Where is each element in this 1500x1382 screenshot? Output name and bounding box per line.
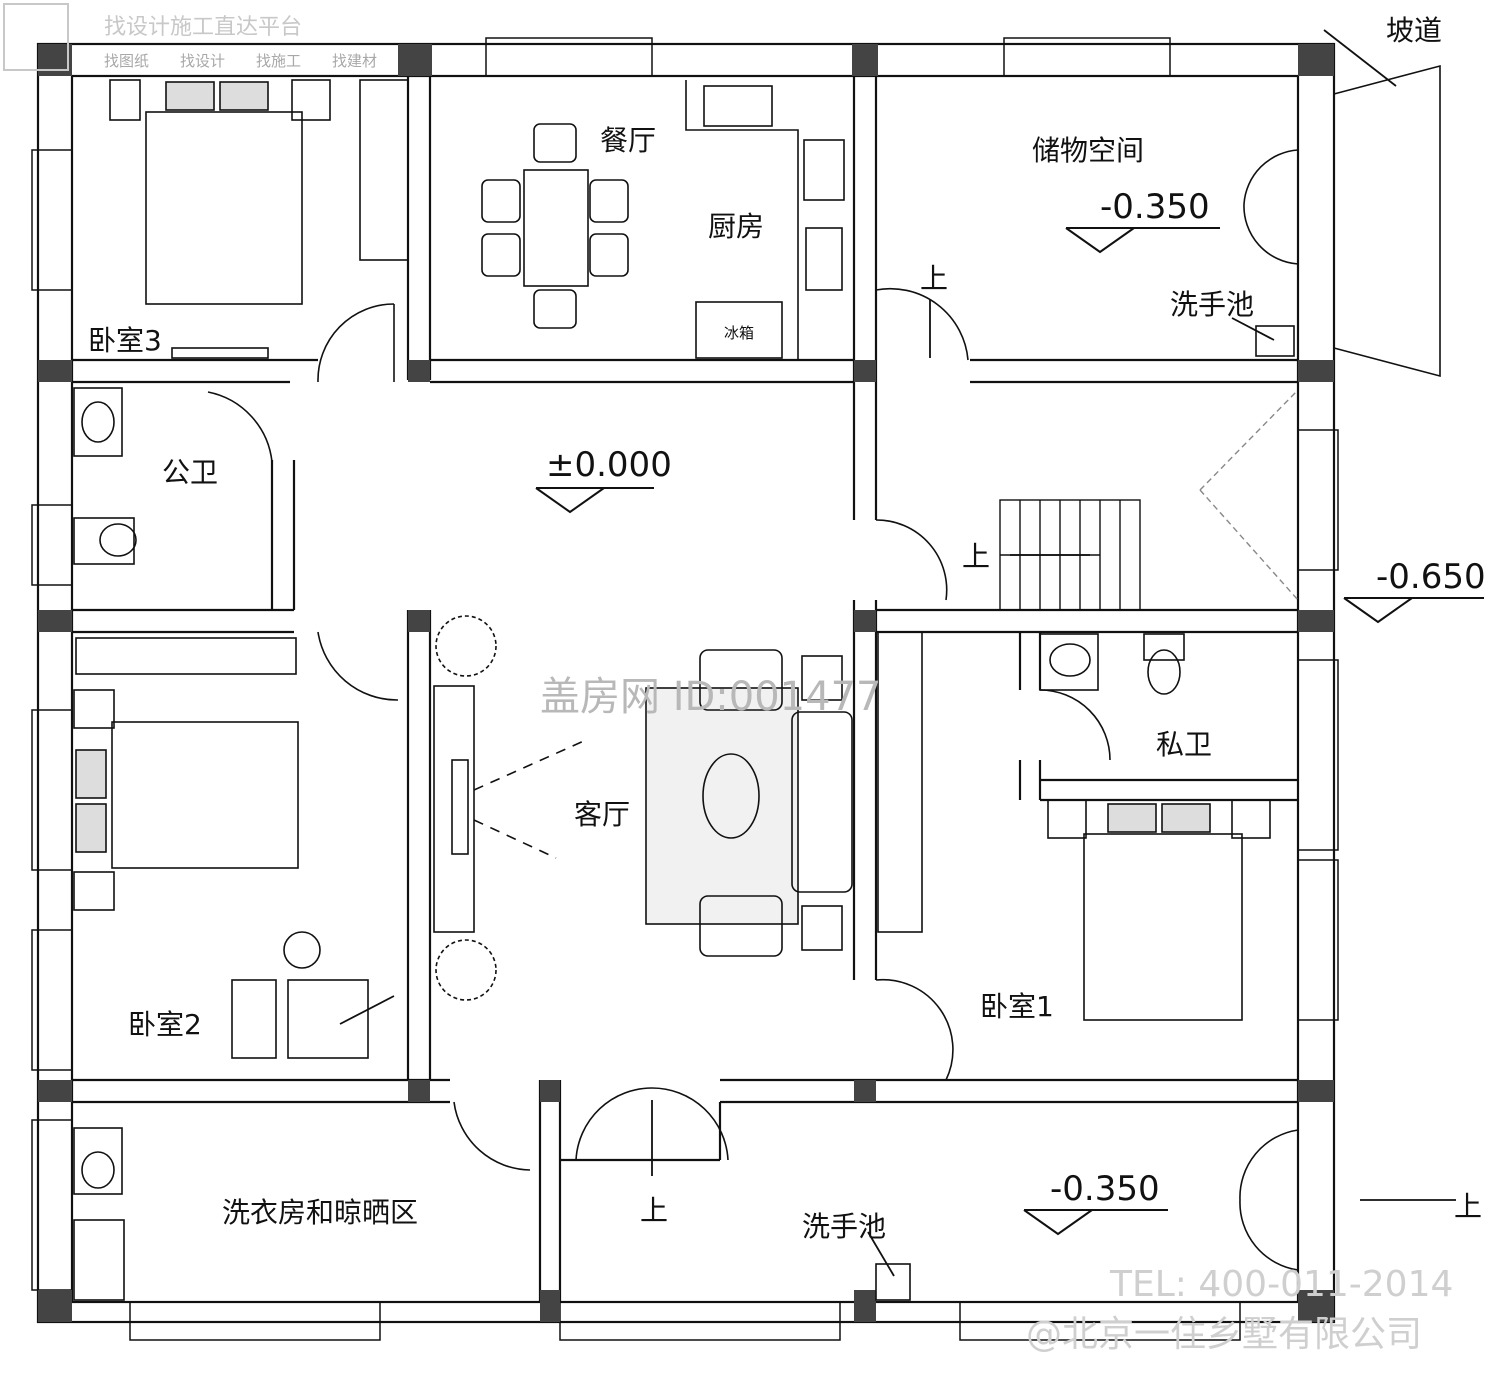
room-label-public-bath: 公卫 xyxy=(162,456,218,489)
room-label-dining: 餐厅 xyxy=(600,124,656,157)
room-label-living: 客厅 xyxy=(574,798,630,831)
level-storage: -0.350 xyxy=(1100,187,1210,227)
room-label-bedroom3: 卧室3 xyxy=(88,324,162,357)
dining-table xyxy=(481,123,629,329)
logo-icon xyxy=(3,3,69,71)
level-porch: -0.350 xyxy=(1050,1169,1160,1209)
columns xyxy=(38,44,1334,1322)
header-tab-materials: 找建材 xyxy=(332,52,377,70)
interior-walls xyxy=(72,44,1298,1302)
header-watermark: 找设计施工直达平台 找图纸 找设计 找施工 找建材 xyxy=(3,3,377,71)
header-tab-design: 找设计 xyxy=(180,52,225,70)
room-label-laundry: 洗衣房和晾晒区 xyxy=(222,1196,418,1229)
doors xyxy=(207,149,1299,1271)
header-title: 找设计施工直达平台 xyxy=(104,15,302,40)
watermark-phone: TEL: 400-011-2014 xyxy=(1109,1264,1453,1305)
level-main: ±0.000 xyxy=(546,445,672,485)
label-ramp: 坡道 xyxy=(1386,14,1442,47)
label-up-side: 上 xyxy=(1454,1190,1482,1223)
bath-fixtures xyxy=(73,325,1295,1301)
direction-arrows xyxy=(339,29,1456,1277)
kitchen-counters xyxy=(685,80,845,360)
room-label-bedroom2: 卧室2 xyxy=(128,1008,202,1041)
bed-bedroom3 xyxy=(109,79,409,359)
ramp xyxy=(1333,64,1441,378)
label-wash-basin-bottom: 洗手池 xyxy=(802,1210,886,1243)
room-label-storage: 储物空间 xyxy=(1032,134,1144,167)
label-fridge: 冰箱 xyxy=(724,324,754,342)
room-label-bedroom1: 卧室1 xyxy=(980,990,1054,1023)
label-wash-basin-top: 洗手池 xyxy=(1170,288,1254,321)
header-tab-drawings: 找图纸 xyxy=(104,52,149,70)
bed-bedroom2 xyxy=(73,637,369,1059)
level-markers xyxy=(535,227,1484,1236)
room-label-private-bath: 私卫 xyxy=(1156,728,1212,761)
room-label-kitchen: 厨房 xyxy=(708,210,764,243)
watermark-company: @北京一住乡墅有限公司 xyxy=(1026,1314,1422,1355)
label-up-entry: 上 xyxy=(640,1194,668,1227)
watermark-site-id: 盖房网 ID:001477 xyxy=(540,674,881,720)
label-up-storage: 上 xyxy=(920,262,948,295)
label-up-stair: 上 xyxy=(962,540,990,573)
living-furniture xyxy=(433,615,853,1001)
header-tab-construction: 找施工 xyxy=(256,52,301,70)
bed-bedroom1 xyxy=(877,631,1271,1021)
level-outside: -0.650 xyxy=(1376,557,1486,597)
stairs xyxy=(999,389,1299,611)
